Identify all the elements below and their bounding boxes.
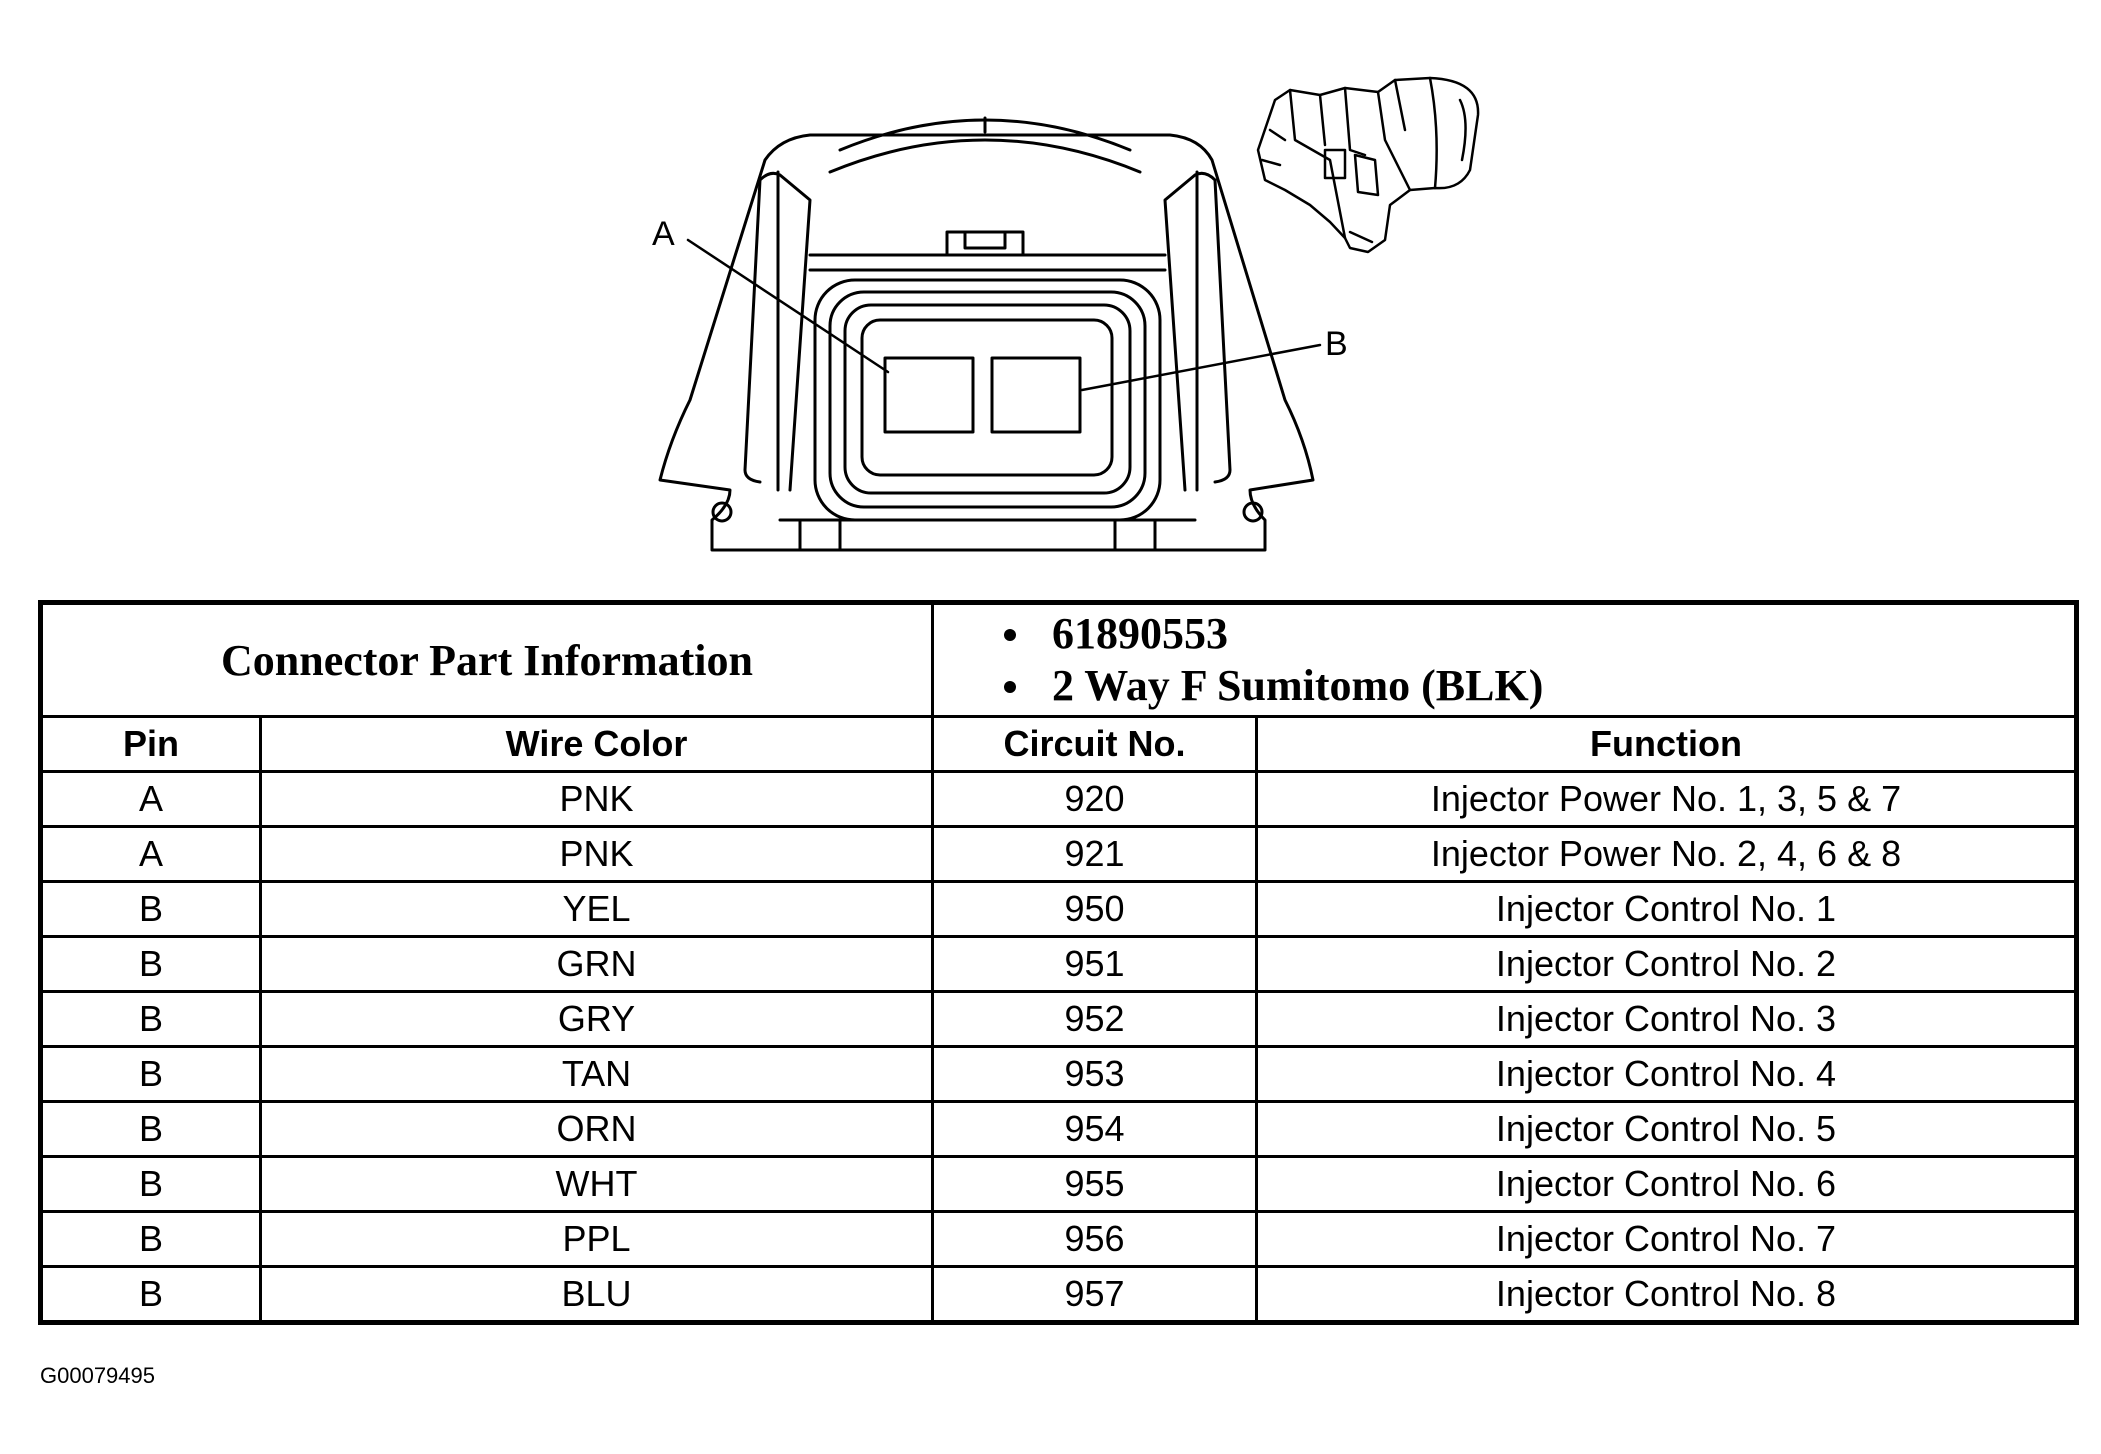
pin-cell: B <box>38 1100 262 1158</box>
connector-info-row: Connector Part Information 61890553 2 Wa… <box>38 600 2079 718</box>
column-header-row: Pin Wire Color Circuit No. Function <box>38 715 2079 773</box>
wire-color-cell: GRN <box>259 935 934 993</box>
wire-color-cell: BLU <box>259 1265 934 1325</box>
column-header-pin: Pin <box>38 715 262 773</box>
wire-color-cell: PPL <box>259 1210 934 1268</box>
table-row: A PNK 920 Injector Power No. 1, 3, 5 & 7 <box>38 770 2079 828</box>
column-header-wire-color: Wire Color <box>259 715 934 773</box>
function-cell: Injector Control No. 5 <box>1255 1100 2079 1158</box>
table-row: B ORN 954 Injector Control No. 5 <box>38 1100 2079 1158</box>
wire-color-cell: YEL <box>259 880 934 938</box>
pin-cell: B <box>38 1045 262 1103</box>
connector-info-values: 61890553 2 Way F Sumitomo (BLK) <box>931 600 2079 718</box>
table-row: B BLU 957 Injector Control No. 8 <box>38 1265 2079 1325</box>
connector-face-drawing <box>658 116 1315 552</box>
callout-a-label: A <box>652 215 675 253</box>
wire-color-cell: WHT <box>259 1155 934 1213</box>
function-cell: Injector Control No. 8 <box>1255 1265 2079 1325</box>
function-cell: Injector Control No. 1 <box>1255 880 2079 938</box>
function-cell: Injector Control No. 7 <box>1255 1210 2079 1268</box>
wire-color-cell: TAN <box>259 1045 934 1103</box>
circuit-no-cell: 920 <box>931 770 1258 828</box>
function-cell: Injector Control No. 2 <box>1255 935 2079 993</box>
function-cell: Injector Power No. 2, 4, 6 & 8 <box>1255 825 2079 883</box>
connector-pinout-table: Connector Part Information 61890553 2 Wa… <box>38 600 2079 1325</box>
figure-code: G00079495 <box>40 1363 155 1388</box>
connector-perspective-drawing <box>1256 76 1480 254</box>
column-header-circuit-no: Circuit No. <box>931 715 1258 773</box>
function-cell: Injector Control No. 3 <box>1255 990 2079 1048</box>
table-row: B PPL 956 Injector Control No. 7 <box>38 1210 2079 1268</box>
table-row: A PNK 921 Injector Power No. 2, 4, 6 & 8 <box>38 825 2079 883</box>
callout-b-leader <box>1080 343 1322 392</box>
callout-a-leader <box>686 238 890 374</box>
table-row: B WHT 955 Injector Control No. 6 <box>38 1155 2079 1213</box>
pin-cell: B <box>38 1210 262 1268</box>
pin-cell: A <box>38 770 262 828</box>
pin-cell: A <box>38 825 262 883</box>
circuit-no-cell: 956 <box>931 1210 1258 1268</box>
circuit-no-cell: 951 <box>931 935 1258 993</box>
wire-color-cell: PNK <box>259 825 934 883</box>
connector-info-label: Connector Part Information <box>38 600 934 718</box>
pin-cell: B <box>38 880 262 938</box>
circuit-no-cell: 950 <box>931 880 1258 938</box>
connector-diagram: A B <box>652 76 1480 552</box>
pin-cell: B <box>38 990 262 1048</box>
circuit-no-cell: 952 <box>931 990 1258 1048</box>
connector-description: 2 Way F Sumitomo (BLK) <box>1004 660 2074 712</box>
column-header-function: Function <box>1255 715 2079 773</box>
wire-color-cell: PNK <box>259 770 934 828</box>
wire-color-cell: GRY <box>259 990 934 1048</box>
pin-cell: B <box>38 935 262 993</box>
circuit-no-cell: 921 <box>931 825 1258 883</box>
function-cell: Injector Control No. 6 <box>1255 1155 2079 1213</box>
circuit-no-cell: 953 <box>931 1045 1258 1103</box>
table-row: B TAN 953 Injector Control No. 4 <box>38 1045 2079 1103</box>
table-row: B YEL 950 Injector Control No. 1 <box>38 880 2079 938</box>
callout-b-label: B <box>1325 325 1348 363</box>
circuit-no-cell: 954 <box>931 1100 1258 1158</box>
circuit-no-cell: 955 <box>931 1155 1258 1213</box>
table-row: B GRN 951 Injector Control No. 2 <box>38 935 2079 993</box>
function-cell: Injector Control No. 4 <box>1255 1045 2079 1103</box>
circuit-no-cell: 957 <box>931 1265 1258 1325</box>
connector-part-number: 61890553 <box>1004 608 2074 660</box>
table-row: B GRY 952 Injector Control No. 3 <box>38 990 2079 1048</box>
function-cell: Injector Power No. 1, 3, 5 & 7 <box>1255 770 2079 828</box>
pin-cell: B <box>38 1265 262 1325</box>
wire-color-cell: ORN <box>259 1100 934 1158</box>
pin-cell: B <box>38 1155 262 1213</box>
